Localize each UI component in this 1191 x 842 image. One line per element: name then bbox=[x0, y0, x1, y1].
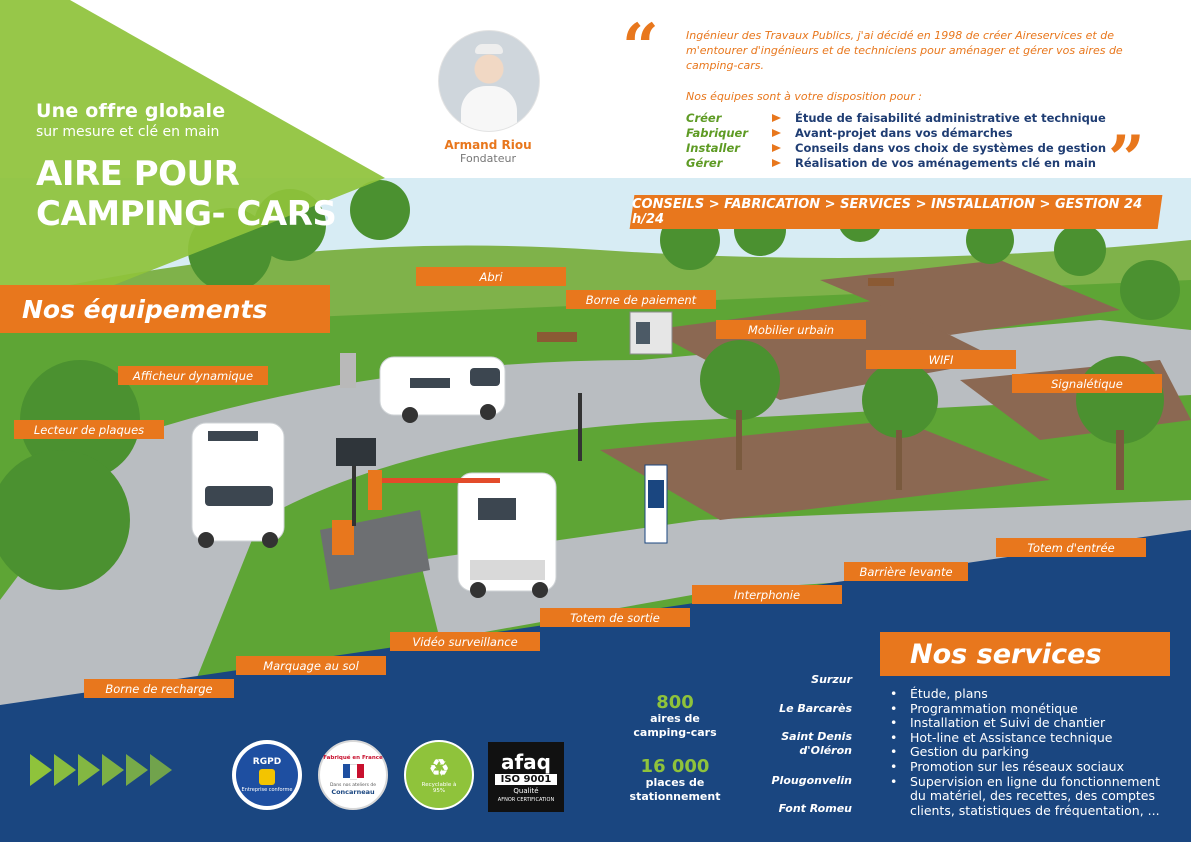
afaq-certification: AFNOR CERTIFICATION bbox=[497, 796, 555, 803]
label-totem-sortie: Totem de sortie bbox=[540, 608, 690, 627]
service-item: Supervision en ligne du fonctionnement d… bbox=[886, 774, 1176, 819]
service-item: Installation et Suivi de chantier bbox=[886, 716, 1176, 731]
hero-title-block: Une offre globale sur mesure et clé en m… bbox=[36, 100, 337, 234]
arrow-icon bbox=[772, 158, 781, 167]
founder-role: Fondateur bbox=[460, 152, 516, 165]
chevron-decoration bbox=[30, 754, 172, 786]
stat-sites-label: aires de camping-cars bbox=[633, 712, 717, 739]
chevron-right-icon bbox=[150, 754, 172, 786]
camper-1 bbox=[379, 356, 506, 423]
camper-2 bbox=[191, 422, 285, 548]
fabrique-subtitle: Dans nos ateliers de bbox=[329, 782, 377, 788]
afaq-badge: afaq ISO 9001 Qualité AFNOR CERTIFICATIO… bbox=[488, 742, 564, 812]
main-title: AIRE POUR CAMPING- CARS bbox=[36, 154, 337, 234]
fabrique-title: Fabriqué en France bbox=[323, 754, 383, 761]
founder-quote: Ingénieur des Travaux Publics, j'ai déci… bbox=[686, 29, 1123, 72]
tagline-line-1: Une offre globale bbox=[36, 100, 226, 122]
fabrique-city: Concarneau bbox=[331, 787, 375, 796]
afaq-title: afaq bbox=[500, 749, 551, 774]
chevron-right-icon bbox=[54, 754, 76, 786]
main-title-line-2: CAMPING- CARS bbox=[36, 194, 337, 234]
step-text: Étude de faisabilité administrative et t… bbox=[795, 110, 1106, 125]
label-interphonie: Interphonie bbox=[692, 585, 842, 604]
step-verb: Fabriquer bbox=[686, 125, 749, 140]
afaq-iso: ISO 9001 bbox=[494, 773, 558, 785]
location-item: Plougonvelin bbox=[771, 774, 853, 787]
afaq-qualite: Qualité bbox=[513, 786, 539, 795]
quote-open-icon: “ bbox=[622, 10, 659, 85]
label-abri: Abri bbox=[416, 267, 566, 286]
france-flag-icon bbox=[342, 763, 364, 780]
step-verb: Gérer bbox=[686, 155, 723, 170]
label-barriere-levante: Barrière levante bbox=[844, 562, 968, 581]
step-verb: Installer bbox=[686, 140, 740, 155]
chevron-right-icon bbox=[78, 754, 100, 786]
service-item: Gestion du parking bbox=[886, 745, 1176, 760]
label-totem-entree: Totem d'entrée bbox=[996, 538, 1146, 557]
recyclable-text: Recyclable à 95% bbox=[421, 782, 457, 794]
step-item: Gérer Réalisation de vos aménagements cl… bbox=[686, 155, 1106, 170]
step-text: Conseils dans vos choix de systèmes de g… bbox=[795, 140, 1107, 155]
arrow-icon bbox=[772, 128, 781, 137]
quote-close-icon: ” bbox=[1108, 122, 1145, 197]
service-item: Programmation monétique bbox=[886, 701, 1176, 717]
process-banner-text: CONSEILS > FABRICATION > SERVICES > INST… bbox=[632, 197, 1143, 227]
label-signaletique: Signalétique bbox=[1012, 374, 1162, 393]
location-item: Le Barcarès bbox=[779, 702, 852, 715]
step-item: Installer Conseils dans vos choix de sys… bbox=[686, 140, 1106, 155]
step-verb: Créer bbox=[686, 110, 722, 125]
location-item: Saint Denis d'Oléron bbox=[781, 730, 852, 757]
recyclable-badge: ♻ Recyclable à 95% bbox=[404, 740, 474, 810]
service-item: Étude, plans bbox=[886, 686, 1176, 702]
step-text: Avant-projet dans vos démarches bbox=[795, 125, 1013, 140]
process-banner: CONSEILS > FABRICATION > SERVICES > INST… bbox=[629, 195, 1163, 229]
chevron-right-icon bbox=[30, 754, 52, 786]
recycle-icon: ♻ bbox=[428, 754, 450, 782]
stat-places-value: 16 000 bbox=[640, 756, 710, 777]
label-lecteur-plaques: Lecteur de plaques bbox=[14, 420, 164, 439]
quote-intro: Nos équipes sont à votre disposition pou… bbox=[686, 90, 923, 103]
services-heading: Nos services bbox=[880, 632, 1170, 676]
camper-3 bbox=[457, 472, 557, 598]
step-text: Réalisation de vos aménagements clé en m… bbox=[795, 155, 1096, 170]
step-item: Créer Étude de faisabilité administrativ… bbox=[686, 110, 1106, 125]
label-afficheur-dynamique: Afficheur dynamique bbox=[118, 366, 268, 385]
rgpd-badge: RGPD Entreprise conforme bbox=[232, 740, 302, 810]
arrow-icon bbox=[772, 113, 781, 122]
location-item: Surzur bbox=[811, 673, 852, 686]
label-mobilier-urbain: Mobilier urbain bbox=[716, 320, 866, 339]
service-item: Hot-line et Assistance technique bbox=[886, 730, 1176, 746]
label-borne-recharge: Borne de recharge bbox=[84, 679, 234, 698]
label-borne-paiement: Borne de paiement bbox=[566, 290, 716, 309]
location-item: Font Romeu bbox=[778, 802, 852, 815]
fabrique-france-badge: Fabriqué en France Dans nos ateliers de … bbox=[318, 740, 388, 810]
label-marquage-sol: Marquage au sol bbox=[236, 656, 386, 675]
founder-name: Armand Riou bbox=[444, 138, 532, 152]
equipment-heading: Nos équipements bbox=[0, 285, 330, 333]
stat-sites-value: 800 bbox=[656, 692, 694, 713]
label-video-surveillance: Vidéo surveillance bbox=[390, 632, 540, 651]
label-wifi: WIFI bbox=[866, 350, 1016, 369]
arrow-icon bbox=[772, 143, 781, 152]
founder-photo bbox=[438, 30, 540, 132]
chevron-right-icon bbox=[102, 754, 124, 786]
main-title-line-1: AIRE POUR bbox=[36, 154, 240, 194]
steps-list: Créer Étude de faisabilité administrativ… bbox=[686, 110, 1106, 170]
service-item: Promotion sur les réseaux sociaux bbox=[886, 759, 1176, 775]
services-list: Étude, plans Programmation monétique Ins… bbox=[886, 686, 1176, 819]
rgpd-title: RGPD bbox=[252, 757, 282, 767]
stat-places-label: places de stationnement bbox=[629, 776, 721, 803]
chevron-right-icon bbox=[126, 754, 148, 786]
tagline-line-2: sur mesure et clé en main bbox=[36, 124, 220, 140]
step-item: Fabriquer Avant-projet dans vos démarche… bbox=[686, 125, 1106, 140]
shield-icon bbox=[259, 769, 275, 785]
rgpd-subtitle: Entreprise conforme bbox=[241, 787, 293, 793]
